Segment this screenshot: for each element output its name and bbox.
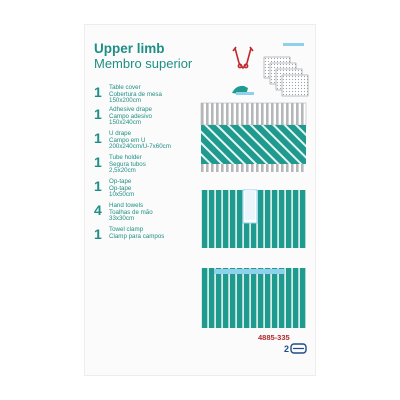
- tube-holder-icon: [232, 85, 254, 95]
- towel-clamp-icon: [232, 46, 254, 70]
- item-table-cover: 1 Table cover Cobertura de mesa 150x200c…: [94, 84, 204, 115]
- item-name-pt: Op-tape: [109, 184, 132, 192]
- item-quantity: 1: [94, 178, 102, 194]
- drape-sheet-icon: [201, 268, 306, 328]
- item-name-pt: Campo adesivo: [109, 112, 152, 120]
- hand-towels-icon: [263, 56, 309, 97]
- item-name-pt: Cobertura de mesa: [109, 90, 162, 98]
- item-quantity: 1: [94, 106, 102, 122]
- table-cover-icon: [200, 102, 307, 126]
- item-quantity: 1: [94, 226, 102, 242]
- product-code: 4885-335: [258, 333, 290, 342]
- item-description: Table cover Cobertura de mesa 150x200cm: [109, 84, 162, 105]
- sterile-mark-digit: 2: [284, 344, 289, 354]
- op-tape-icon: [283, 43, 304, 46]
- u-drape-icon: [201, 189, 306, 248]
- item-tube-holder: 1 Tube holder Segura tubos 2,5x20cm: [94, 154, 204, 185]
- item-description: Tube holder Segura tubos 2,5x20cm: [109, 154, 146, 175]
- item-name-en: Adhesive drape: [109, 106, 152, 113]
- item-quantity: 1: [94, 154, 102, 170]
- item-size: 200x240cm/U-7x60cm: [109, 143, 171, 151]
- product-title: Upper limb: [94, 41, 165, 56]
- item-name-en: Towel clamp: [109, 226, 144, 233]
- item-quantity: 4: [94, 202, 102, 218]
- item-size: 150x240cm: [109, 119, 141, 127]
- item-name-pt: Segura tubos: [109, 160, 146, 168]
- item-adhesive-drape: 1 Adhesive drape Campo adesivo 150x240cm: [94, 106, 204, 137]
- item-name-pt: Campo em U: [109, 136, 146, 144]
- item-quantity: 1: [94, 130, 102, 146]
- item-description: Towel clamp Clamp para campos: [109, 226, 165, 240]
- adhesive-drape-icon: [201, 125, 306, 172]
- item-name-en: Tube holder: [109, 154, 142, 161]
- item-description: Hand towels Toalhas de mão 33x30cm: [109, 202, 153, 223]
- sterile-mark-icon: 2: [284, 343, 307, 354]
- item-name-en: U drape: [109, 130, 132, 137]
- item-description: Adhesive drape Campo adesivo 150x240cm: [109, 106, 152, 127]
- item-op-tape: 1 Op-tape Op-tape 10x50cm: [94, 178, 204, 209]
- item-name-en: Hand towels: [109, 202, 144, 209]
- item-name-en: Table cover: [109, 84, 141, 91]
- item-hand-towels: 4 Hand towels Toalhas de mão 33x30cm: [94, 202, 204, 233]
- item-name-pt: Toalhas de mão: [109, 208, 153, 216]
- product-subtitle: Membro superior: [94, 56, 193, 71]
- item-description: U drape Campo em U 200x240cm/U-7x60cm: [109, 130, 171, 151]
- item-size: 2,5x20cm: [109, 167, 136, 175]
- item-towel-clamp: 1 Towel clamp Clamp para campos: [94, 226, 204, 257]
- item-size: 33x30cm: [109, 215, 135, 223]
- item-name-en: Op-tape: [109, 178, 132, 185]
- item-quantity: 1: [94, 84, 102, 100]
- item-description: Op-tape Op-tape 10x50cm: [109, 178, 135, 199]
- item-u-drape: 1 U drape Campo em U 200x240cm/U-7x60cm: [94, 130, 204, 161]
- item-name-pt: Clamp para campos: [109, 232, 165, 240]
- item-size: 150x200cm: [109, 97, 141, 105]
- item-size: 10x50cm: [109, 191, 135, 199]
